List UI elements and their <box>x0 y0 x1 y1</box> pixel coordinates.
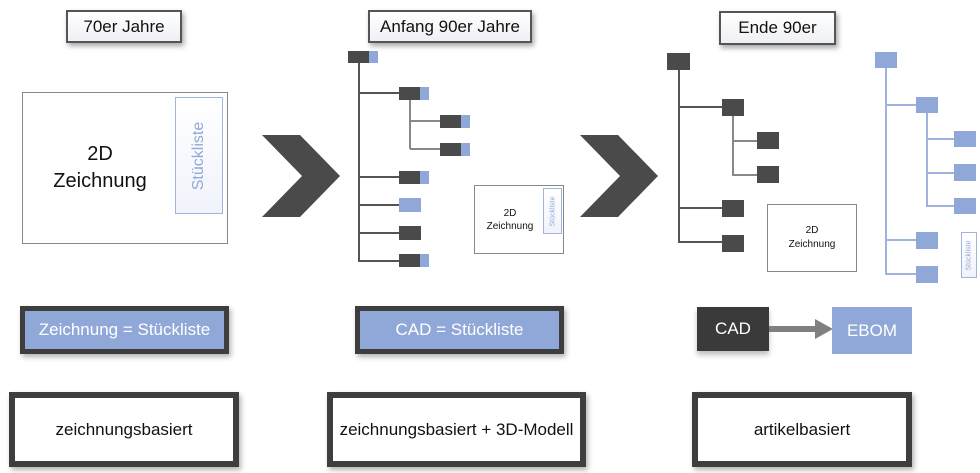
cad-node <box>399 226 421 240</box>
chevron-right-icon <box>262 135 340 217</box>
tree-line <box>733 174 757 176</box>
tree-line <box>927 205 954 207</box>
bom-node <box>954 164 976 181</box>
tree-line <box>358 62 360 262</box>
parts-list-label: Stückliste <box>549 196 556 226</box>
tree-line <box>927 172 954 174</box>
tree-line <box>679 106 722 108</box>
tree-line <box>885 68 887 275</box>
parts-list-small: Stückliste <box>543 188 562 234</box>
bom-node <box>420 171 429 184</box>
cad-node <box>722 99 744 116</box>
tree-line <box>410 120 440 122</box>
cad-node <box>440 143 461 156</box>
cad-node <box>667 53 690 70</box>
tree-line <box>679 241 722 243</box>
tree-line <box>359 92 399 94</box>
tree-line <box>359 204 399 206</box>
tree-line <box>359 260 399 262</box>
tree-line <box>886 273 916 275</box>
arrow-right-icon <box>769 319 833 339</box>
bom-node <box>420 254 429 267</box>
drawing-label-zeichnung: Zeichnung <box>788 239 836 250</box>
drawing-label-2d: 2D <box>503 207 517 219</box>
tree-line <box>409 100 411 149</box>
bom-node <box>954 131 976 147</box>
bom-node <box>399 198 421 212</box>
drawing-label-zeichnung: Zeichnung <box>486 220 534 232</box>
cad-node <box>399 171 420 184</box>
cad-node <box>757 166 779 183</box>
tree-line <box>679 207 722 209</box>
cad-node <box>722 235 744 252</box>
bom-node <box>369 51 378 63</box>
cad-node <box>722 200 744 217</box>
bom-node <box>954 198 976 214</box>
tree-line <box>359 176 399 178</box>
parts-list-small: Stückliste <box>961 232 977 278</box>
cad-node <box>440 115 461 128</box>
parts-list-label: Stückliste <box>965 240 973 270</box>
tree-line <box>732 116 734 176</box>
parts-list-label: Stückliste <box>190 121 207 190</box>
era-label-70s: 70er Jahre <box>66 10 182 43</box>
tree-line <box>927 138 954 140</box>
tree-line <box>886 239 916 241</box>
bom-node <box>420 87 429 100</box>
drawing-label-zeichnung: Zeichnung <box>53 170 147 192</box>
approach-item-based: artikelbasiert <box>692 392 912 467</box>
drawing-label-2d: 2D <box>87 143 113 165</box>
parts-list-large: Stückliste <box>175 97 223 214</box>
bom-node <box>461 115 470 128</box>
tree-line <box>410 148 440 150</box>
bom-node <box>916 232 938 249</box>
equation-drawing-equals-bom: Zeichnung = Stückliste <box>20 306 229 354</box>
cad-node <box>757 132 779 149</box>
bom-node <box>916 97 938 113</box>
cad-node <box>399 254 420 267</box>
2d-drawing-small: 2D Zeichnung <box>767 204 857 272</box>
cad-box: CAD <box>697 307 769 351</box>
drawing-label-2d: 2D <box>805 225 819 236</box>
bom-node <box>875 52 897 68</box>
chevron-right-icon <box>580 135 658 217</box>
approach-drawing-and-3d-model: zeichnungsbasiert + 3D-Modell <box>327 392 586 467</box>
equation-cad-equals-bom: CAD = Stückliste <box>355 306 564 354</box>
tree-line <box>886 104 916 106</box>
approach-drawing-based: zeichnungsbasiert <box>9 392 239 467</box>
bom-node <box>916 266 938 283</box>
era-label-early-90s: Anfang 90er Jahre <box>368 10 532 43</box>
tree-line <box>359 232 399 234</box>
era-label-late-90s: Ende 90er <box>719 11 836 45</box>
cad-node <box>399 87 420 100</box>
bom-node <box>461 143 470 156</box>
ebom-box: EBOM <box>832 307 912 354</box>
tree-line <box>926 113 928 207</box>
cad-node <box>348 51 369 63</box>
tree-line <box>733 140 757 142</box>
tree-line <box>678 70 680 243</box>
